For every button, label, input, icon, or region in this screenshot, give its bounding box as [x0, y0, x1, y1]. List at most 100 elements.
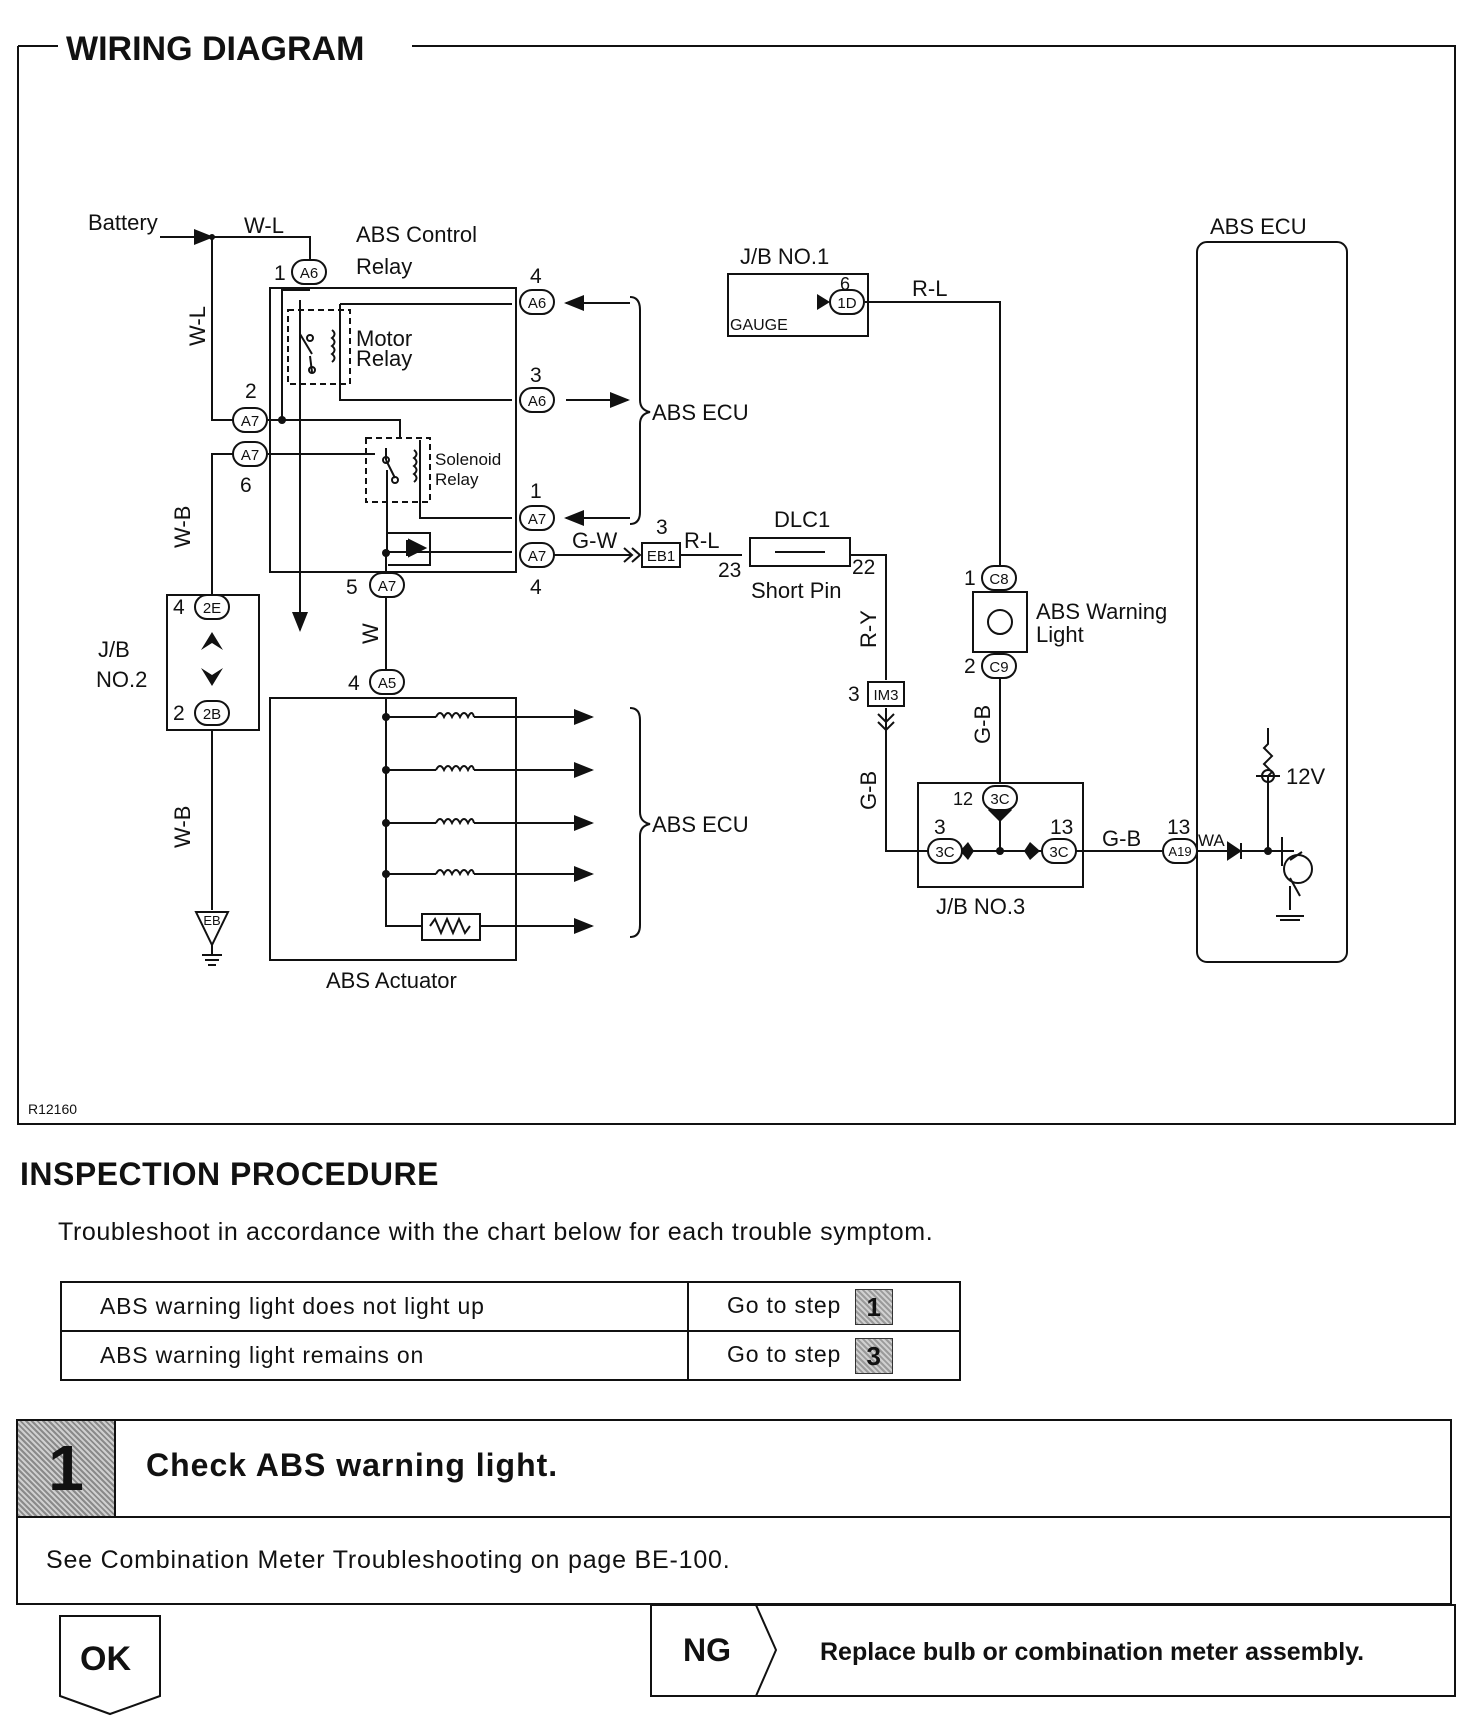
label-control-relay: Relay — [356, 254, 412, 279]
label-solenoid-relay: Relay — [435, 470, 479, 489]
table-row: ABS warning light does not light up Go t… — [60, 1281, 961, 1332]
connector-a6-3: A6 — [528, 393, 546, 410]
action-cell[interactable]: Go to step 1 — [687, 1281, 961, 1332]
step-1-box: 1 Check ABS warning light. See Combinati… — [16, 1419, 1452, 1605]
component-labels: Battery ABS Control Relay Motor Relay So… — [88, 210, 1325, 993]
connector-a6-4: A6 — [528, 295, 546, 312]
inspection-title: INSPECTION PROCEDURE — [20, 1156, 439, 1192]
diagram-frame — [17, 45, 1456, 1125]
ng-box[interactable] — [650, 1604, 1456, 1697]
label-12v: 12V — [1286, 764, 1325, 789]
pin-c9: 2 — [964, 655, 976, 678]
connector-a7-6: A7 — [241, 447, 259, 464]
step-1-header: 1 Check ABS warning light. — [18, 1421, 1450, 1518]
ok-box[interactable] — [59, 1615, 161, 1716]
pin-2b: 2 — [173, 702, 185, 725]
ng-chevron — [755, 1604, 778, 1697]
label-jb: J/B — [98, 637, 130, 662]
wire-g-b-2: G-B — [856, 771, 881, 810]
pin-a7-2: 2 — [245, 380, 257, 403]
connector-c9: C9 — [989, 659, 1008, 676]
connector-im3: IM3 — [873, 687, 898, 704]
action-cell[interactable]: Go to step 3 — [687, 1330, 961, 1381]
label-short-pin: Short Pin — [751, 578, 842, 603]
connector-eb1: EB1 — [647, 548, 675, 565]
wire-r-l-1: R-L — [684, 528, 719, 553]
connector-2b: 2B — [203, 706, 221, 723]
wire-g-b-1: G-B — [970, 705, 995, 744]
label-abs-ecu-right: ABS ECU — [1210, 214, 1307, 239]
label-abs-warning: ABS Warning — [1036, 599, 1167, 624]
ng-label: NG — [683, 1632, 731, 1668]
pin-dlc-23: 23 — [718, 559, 741, 582]
connector-a7-4: A7 — [528, 548, 546, 565]
ok-label: OK — [80, 1640, 131, 1678]
wire-r-l-2: R-L — [912, 276, 947, 301]
label-motor-relay: Relay — [356, 346, 412, 371]
label-abs-ecu-group2: ABS ECU — [652, 812, 749, 837]
pin-a7-4: 4 — [530, 576, 542, 599]
step-body: See Combination Meter Troubleshooting on… — [46, 1546, 731, 1574]
connector-codes: A6 A6 A6 A7 A7 A7 A7 A7 A5 2E 2B 1D EB1 … — [203, 265, 1192, 928]
label-abs-actuator: ABS Actuator — [326, 968, 457, 993]
pin-a5: 4 — [348, 672, 360, 695]
wire-codes: W-L G-W R-L R-L G-B W-L W-B W-B W R-Y G-… — [170, 213, 1141, 851]
symptom-cell: ABS warning light does not light up — [60, 1281, 689, 1332]
label-jb-no3: J/B NO.3 — [936, 894, 1025, 919]
connector-a7-1: A7 — [528, 511, 546, 528]
pin-a6-3: 3 — [530, 364, 542, 387]
pin-1d: 6 — [840, 274, 850, 294]
wire-w-l-top: W-L — [244, 213, 284, 238]
connector-3c-3: 3C — [935, 844, 954, 861]
table-row: ABS warning light remains on Go to step 3 — [60, 1330, 961, 1381]
wire-w: W — [358, 623, 383, 644]
connector-c8: C8 — [989, 571, 1008, 588]
wire-w-b-2: W-B — [170, 806, 195, 848]
label-gauge: GAUGE — [730, 317, 788, 334]
pin-im3: 3 — [848, 683, 860, 706]
label-abs-ecu-group1: ABS ECU — [652, 400, 749, 425]
figure-code: R12160 — [28, 1101, 77, 1117]
diagram-title: WIRING DIAGRAM — [66, 30, 364, 68]
connector-a6-1: A6 — [300, 265, 318, 282]
label-battery: Battery — [88, 210, 158, 235]
ng-action: Replace bulb or combination meter assemb… — [820, 1638, 1364, 1666]
step-chip[interactable]: 3 — [855, 1337, 894, 1374]
pin-a6-1: 1 — [274, 262, 286, 285]
jb-arrows — [201, 294, 1040, 860]
label-warning-light: Light — [1036, 622, 1084, 647]
wire-w-l-left: W-L — [185, 306, 210, 346]
connector-eb: EB — [203, 913, 220, 928]
connector-a7-2: A7 — [241, 413, 259, 430]
relay-contacts — [287, 309, 431, 503]
action-text: Go to step — [727, 1291, 842, 1318]
pin-dlc-22: 22 — [852, 556, 875, 579]
pin-numbers: 1 4 3 2 6 1 4 5 4 4 2 6 3 23 22 1 2 3 12… — [173, 262, 1190, 839]
connector-ovals — [194, 259, 1198, 864]
connector-1d: 1D — [837, 295, 856, 312]
label-jb-no1: J/B NO.1 — [740, 244, 829, 269]
connector-a5: A5 — [378, 675, 396, 692]
label-solenoid: Solenoid — [435, 450, 501, 469]
wire-w-b-1: W-B — [170, 506, 195, 548]
label-motor: Motor — [356, 326, 412, 351]
symptom-cell: ABS warning light remains on — [60, 1330, 689, 1381]
label-dlc1: DLC1 — [774, 507, 830, 532]
step-chip[interactable]: 1 — [855, 1288, 894, 1325]
pin-c8: 1 — [964, 567, 976, 590]
connector-2e: 2E — [203, 600, 221, 617]
connector-3c-13: 3C — [1049, 844, 1068, 861]
pin-a19: 13 — [1167, 816, 1190, 839]
pin-a7-1: 1 — [530, 480, 542, 503]
pin-eb1: 3 — [656, 516, 668, 539]
pin-3c-3: 3 — [934, 816, 946, 839]
junction-dots — [209, 234, 1272, 878]
wire-r-y: R-Y — [856, 610, 881, 648]
pin-2e: 4 — [173, 596, 185, 619]
action-text: Go to step — [727, 1340, 842, 1367]
symptom-table: ABS warning light does not light up Go t… — [60, 1281, 961, 1381]
pin-3c-13: 13 — [1050, 816, 1073, 839]
label-wa: WA — [1198, 831, 1225, 850]
pin-a7-6: 6 — [240, 474, 252, 497]
pin-a7-5: 5 — [346, 576, 358, 599]
